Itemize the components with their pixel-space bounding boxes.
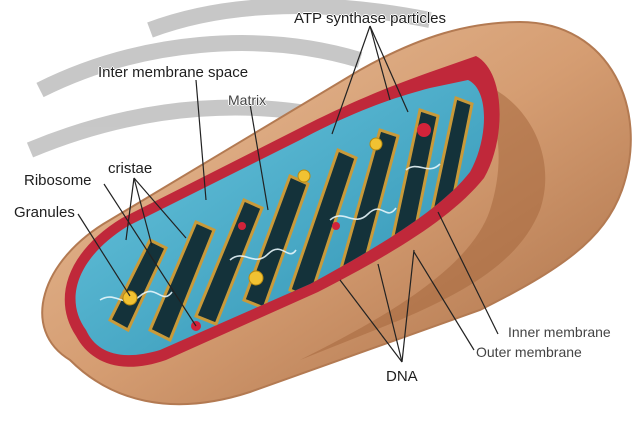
label-outer-membrane: Outer membrane <box>476 344 582 361</box>
label-inner-membrane: Inner membrane <box>508 324 611 341</box>
label-atp-synthase: ATP synthase particles <box>294 10 446 27</box>
label-cristae: cristae <box>108 160 152 177</box>
label-granules: Granules <box>14 204 75 221</box>
label-intermembrane-space: Inter membrane space <box>98 64 248 81</box>
label-ribosome: Ribosome <box>24 172 92 189</box>
label-matrix: Matrix <box>228 92 266 109</box>
label-dna: DNA <box>386 368 418 385</box>
